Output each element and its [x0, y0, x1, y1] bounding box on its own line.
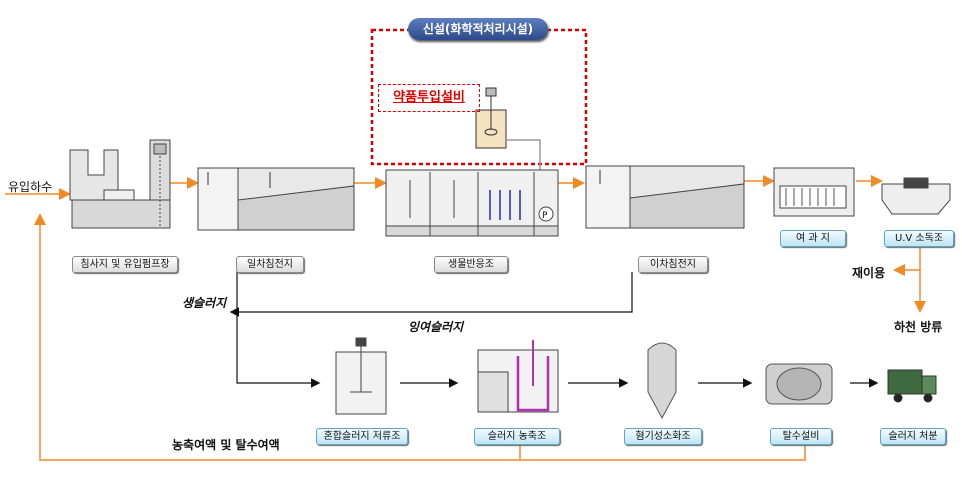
digester-drawing [647, 342, 677, 420]
thickener-label: 슬러지 농축조 [474, 428, 560, 445]
grit-chamber-drawing [69, 139, 171, 229]
excess-sludge-label: 잉여슬러지 [408, 320, 464, 334]
uv-label: U.V 소독조 [884, 230, 954, 247]
filter-drawing [773, 167, 855, 217]
river-discharge-label: 하천 방류 [894, 320, 943, 334]
thickener-drawing [477, 340, 559, 413]
raw-sludge-label: 생슬러지 [182, 296, 227, 310]
excess-sludge-line [229, 272, 633, 317]
chemical-dosing-tank [475, 87, 541, 172]
digester-label: 혐기성소화조 [624, 428, 702, 445]
return-water-label: 농축여액 및 탈수여액 [172, 438, 280, 452]
bioreactor-label: 생물반응조 [434, 256, 508, 273]
raw-sludge-line [236, 272, 321, 388]
dewatering-label: 탈수설비 [770, 428, 832, 445]
mix-tank-label: 혼합슬러지 저류조 [316, 428, 408, 445]
grit-chamber-label: 침사지 및 유입펌프장 [72, 256, 178, 273]
chemical-dosing-label: 약품투입설비 [378, 84, 480, 112]
reuse-label: 재이용 [852, 266, 886, 280]
primary-clarifier-drawing [197, 167, 355, 231]
new-facility-badge: 신설(화학적처리시설) [408, 18, 548, 40]
mix-tank-drawing [335, 337, 387, 415]
truck-drawing [887, 369, 937, 403]
dewatering-drawing [765, 363, 833, 405]
svg-text:P: P [542, 211, 548, 221]
secondary-clarifier-drawing [585, 165, 745, 229]
influent-label: 유입하수 [8, 180, 53, 194]
secondary-clarifier-label: 이차침전지 [638, 256, 708, 273]
uv-tank-drawing [881, 177, 951, 215]
primary-clarifier-label: 일차침전지 [236, 256, 304, 273]
disposal-label: 슬러지 처분 [880, 428, 946, 445]
bioreactor-drawing: P [385, 169, 559, 237]
filter-label: 여 과 지 [780, 230, 846, 247]
return-water-line [34, 213, 806, 461]
